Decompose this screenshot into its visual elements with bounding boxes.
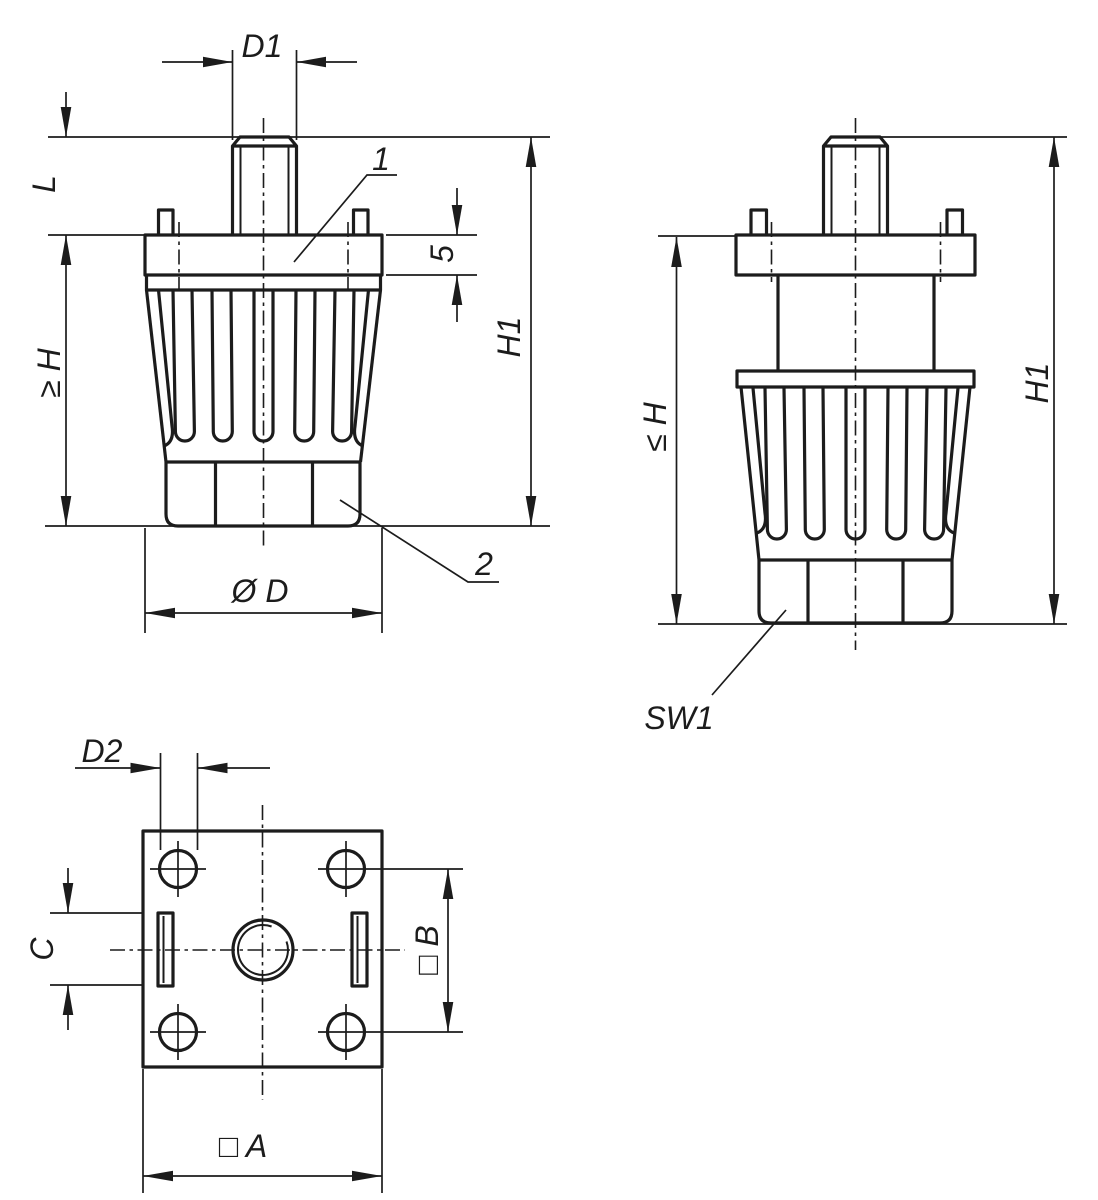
anti-rotation-pin-right bbox=[945, 208, 965, 235]
label-d1: D1 bbox=[242, 28, 283, 64]
arrowhead bbox=[442, 1002, 454, 1032]
leader-callout-1 bbox=[293, 174, 397, 263]
label-h-max: ≤ H bbox=[637, 401, 673, 451]
rib-channels bbox=[156, 289, 371, 448]
top-view: D2 C □ B □ A bbox=[24, 733, 463, 1193]
arrowhead bbox=[1048, 137, 1060, 167]
threaded-stud bbox=[230, 135, 299, 235]
arrowhead bbox=[1048, 594, 1060, 624]
cone-edge-left bbox=[739, 386, 761, 561]
label-diameter-d: Ø D bbox=[231, 573, 289, 609]
arrowhead bbox=[352, 1170, 382, 1182]
square-plate bbox=[141, 829, 384, 1069]
arrowhead bbox=[296, 56, 326, 68]
arrowhead bbox=[525, 496, 537, 526]
arrowhead bbox=[143, 1170, 173, 1182]
arrowhead bbox=[62, 883, 74, 913]
leader-sw1 bbox=[711, 609, 787, 696]
anti-rotation-pin-right bbox=[351, 208, 370, 235]
arrowhead bbox=[130, 762, 161, 774]
arrowhead bbox=[60, 235, 72, 265]
arrowhead bbox=[671, 237, 682, 267]
body-rim bbox=[735, 369, 976, 389]
arrowhead bbox=[60, 496, 72, 526]
cone-edge-right bbox=[950, 386, 972, 561]
top-view-centerlines bbox=[110, 805, 405, 1100]
slot-left bbox=[156, 911, 175, 988]
arrowhead bbox=[60, 107, 72, 137]
side-view-centerlines bbox=[770, 118, 942, 650]
front-view-centerlines bbox=[178, 118, 349, 548]
label-sw1: SW1 bbox=[644, 700, 713, 736]
threaded-stud bbox=[821, 135, 890, 235]
slot-right bbox=[350, 911, 369, 988]
cone-edge-right bbox=[358, 289, 383, 463]
label-c: C bbox=[24, 937, 60, 961]
arrowhead bbox=[442, 869, 454, 899]
label-d2: D2 bbox=[82, 733, 123, 769]
front-view-outline bbox=[143, 135, 384, 528]
center-thread-arc bbox=[237, 923, 289, 976]
side-view-dimensions: ≤ H H1 SW1 bbox=[637, 136, 1067, 736]
arrowhead bbox=[197, 762, 228, 774]
arrowhead bbox=[203, 56, 233, 68]
arrowhead bbox=[62, 985, 74, 1015]
label-l: L bbox=[26, 175, 62, 193]
front-view-dimensions: D1 L ≥ H 5 H1 Ø D 1 2 bbox=[26, 28, 550, 633]
side-view: ≤ H H1 SW1 bbox=[637, 118, 1067, 736]
arrowhead bbox=[451, 205, 463, 235]
arrowhead bbox=[451, 275, 463, 305]
arrowhead bbox=[352, 607, 382, 619]
label-h1: H1 bbox=[491, 317, 527, 358]
top-view-dimensions: D2 C □ B □ A bbox=[24, 733, 463, 1193]
label-square-b: □ B bbox=[409, 925, 445, 975]
anti-rotation-pin-left bbox=[156, 208, 175, 235]
arrowhead bbox=[145, 607, 175, 619]
label-square-a: □ A bbox=[219, 1128, 267, 1164]
label-plate-thickness: 5 bbox=[424, 245, 460, 263]
label-h-min: ≥ H bbox=[31, 347, 67, 397]
body-rim bbox=[144, 275, 383, 292]
arrowhead bbox=[525, 137, 537, 167]
mounting-plate bbox=[734, 233, 977, 277]
label-callout-2: 2 bbox=[474, 546, 493, 582]
center-thread-hole bbox=[231, 918, 295, 982]
hex-base bbox=[757, 560, 954, 625]
arrowhead bbox=[671, 594, 682, 624]
leader-callout-2 bbox=[339, 499, 499, 583]
rib-channels bbox=[751, 387, 960, 541]
anti-rotation-pin-left bbox=[749, 208, 769, 235]
front-view: D1 L ≥ H 5 H1 Ø D 1 2 bbox=[26, 28, 550, 633]
label-h1: H1 bbox=[1019, 363, 1055, 404]
cone-edge-left bbox=[144, 289, 168, 463]
side-view-outline bbox=[734, 135, 977, 625]
label-callout-1: 1 bbox=[372, 141, 390, 177]
